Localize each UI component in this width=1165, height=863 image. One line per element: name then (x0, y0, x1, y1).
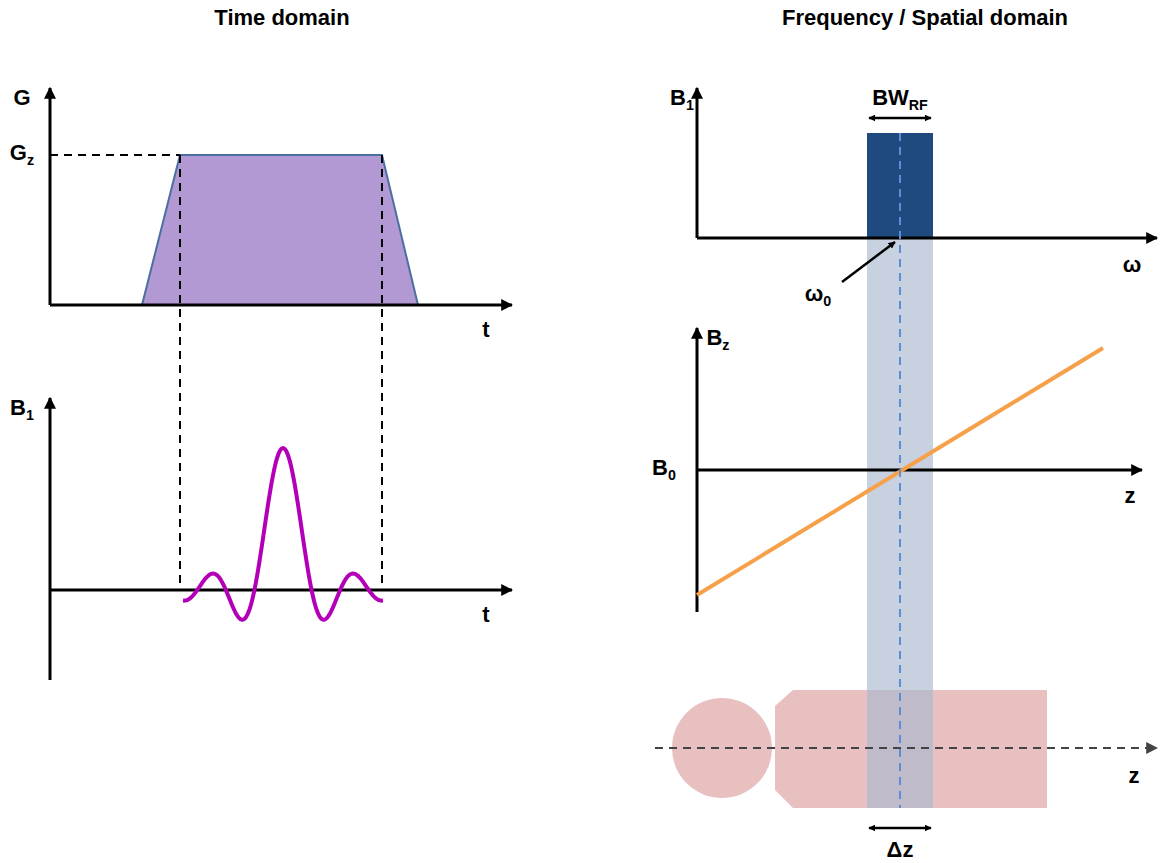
thickness-arrow (869, 827, 931, 830)
axis-label: Bz (706, 327, 729, 352)
leader-arrow (842, 242, 895, 282)
axis-label: t (482, 319, 489, 341)
x-axis (50, 589, 512, 592)
timing-guide (179, 155, 181, 590)
axis-label: B0 (652, 457, 676, 482)
axis-label: G (13, 87, 30, 109)
sinc-pulse (183, 448, 383, 620)
axis-label: ω (1123, 254, 1142, 276)
axis-label: Gz (10, 142, 34, 167)
axis-label: B1 (670, 87, 694, 112)
section-heading: Frequency / Spatial domain (782, 7, 1068, 29)
gradient-trapezoid (142, 155, 418, 305)
x-axis (50, 304, 512, 307)
y-axis (49, 88, 52, 305)
bandwidth-arrow (869, 117, 931, 120)
axis-label: z (1125, 485, 1136, 507)
axis-label: t (482, 604, 489, 626)
axis-label: ω0 (805, 283, 832, 308)
timing-guide (381, 155, 383, 590)
axis-label: Δz (887, 839, 914, 861)
axis-label: z (1129, 765, 1140, 787)
y-axis (49, 398, 52, 680)
x-axis (697, 237, 1157, 240)
y-axis (696, 88, 699, 238)
section-heading: Time domain (214, 7, 349, 29)
x-axis (697, 469, 1142, 472)
gz-level-line (50, 154, 180, 156)
axis-label: BWRF (872, 87, 928, 112)
axis-label: B1 (10, 397, 34, 422)
center-line (899, 133, 901, 808)
z-axis (655, 747, 1157, 749)
